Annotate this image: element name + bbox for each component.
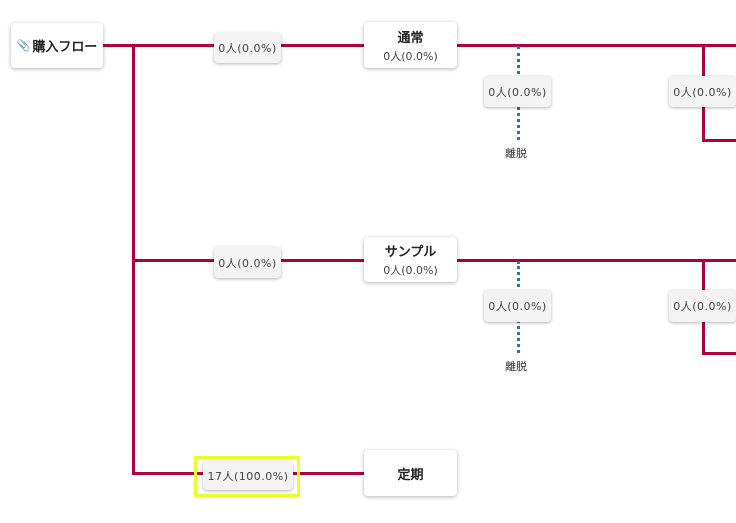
flow-line xyxy=(457,259,736,262)
count-chip[interactable]: 0人(0.0%) xyxy=(214,33,281,63)
count-chip[interactable]: 17人(100.0%) xyxy=(203,461,293,490)
dropout-chip[interactable]: 0人(0.0%) xyxy=(484,76,551,107)
flow-node-sample[interactable]: サンプル 0人(0.0%) xyxy=(364,237,457,282)
dropout-label: 離脱 xyxy=(505,360,527,373)
selection-highlight xyxy=(194,456,300,497)
count-chip[interactable]: 0人(0.0%) xyxy=(669,76,736,107)
flow-line xyxy=(702,139,736,142)
count-chip[interactable]: 0人(0.0%) xyxy=(214,247,281,278)
root-node[interactable]: 📎 購入フロー xyxy=(11,23,103,68)
flow-node-subscription[interactable]: 定期 xyxy=(364,450,457,496)
dropout-label: 離脱 xyxy=(505,147,527,160)
count-chip[interactable]: 0人(0.0%) xyxy=(669,290,736,322)
dropout-chip[interactable]: 0人(0.0%) xyxy=(484,290,551,322)
paperclip-icon: 📎 xyxy=(16,39,31,52)
flow-line xyxy=(702,352,736,355)
flow-node-normal[interactable]: 通常 0人(0.0%) xyxy=(364,22,457,68)
flow-line xyxy=(457,44,736,47)
